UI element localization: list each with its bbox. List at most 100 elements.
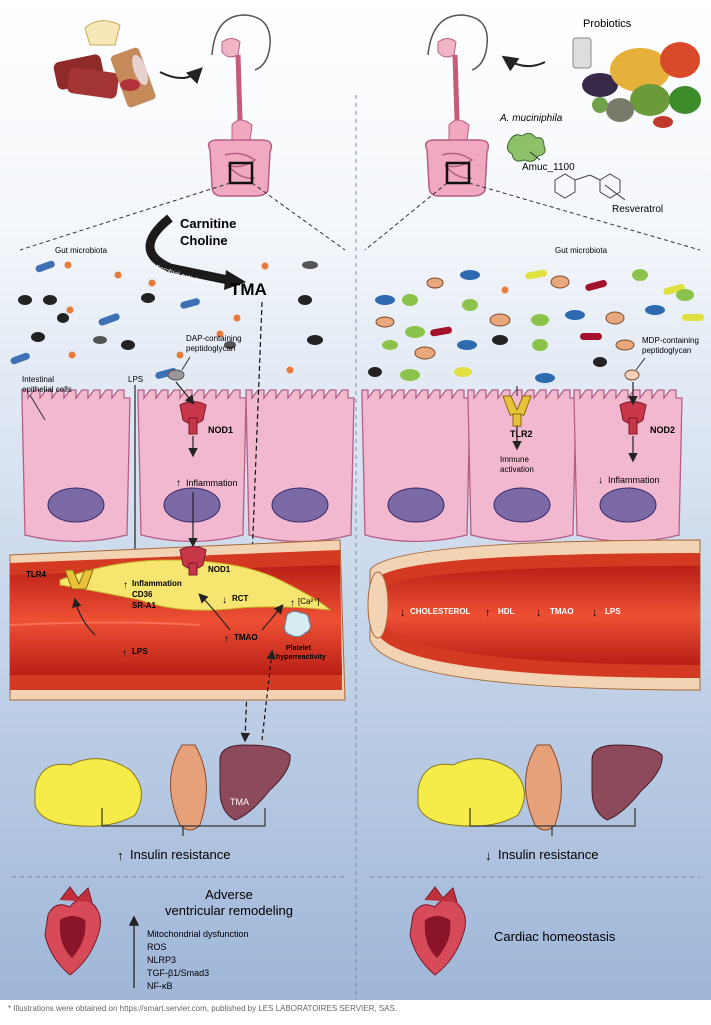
zoom-box-right <box>445 161 471 185</box>
lps-down-arrow-right: ↓ <box>592 607 598 619</box>
left-nucleus-3 <box>271 487 329 523</box>
right-blood-vessel <box>367 539 701 691</box>
mdp-pointer <box>635 357 646 371</box>
dap-peptidoglycan-icon <box>167 369 185 381</box>
right-cell-inflammation-down: ↓ <box>598 475 603 486</box>
tmao-label: TMAO <box>234 633 258 642</box>
food-illustration <box>53 20 156 108</box>
intestine-right <box>424 139 490 197</box>
dap-to-nod1-arrow <box>175 381 195 405</box>
rct-label: RCT <box>232 594 249 603</box>
ca-up-arrow: ↑ <box>290 598 295 609</box>
zoom-box-left <box>228 161 254 185</box>
right-bacteria <box>368 269 704 383</box>
left-nucleus-2 <box>163 487 221 523</box>
adverse-line2: ventricular remodeling <box>165 903 293 918</box>
vessel-cd36: CD36 <box>132 590 153 599</box>
epithelial-cells-right <box>361 389 683 543</box>
liver-to-tmao-dashed-arrow <box>261 649 276 741</box>
probiotics-label: Probiotics <box>583 18 632 30</box>
insulin-right-down: ↓ <box>485 848 492 863</box>
food-to-human-arrow <box>159 67 203 85</box>
zoom-line-right-b <box>468 182 701 251</box>
a-muciniphila-icon <box>506 132 546 162</box>
microbial-conversion-arrow <box>145 214 229 285</box>
microbial-conversion-arrowhead <box>224 270 246 290</box>
nod2-label: NOD2 <box>650 425 675 435</box>
insulin-right-label: Insulin resistance <box>498 847 598 862</box>
brace-left <box>101 808 266 836</box>
carnitine-label: Carnitine <box>180 216 236 231</box>
mdp-peptidoglycan-icon <box>624 369 640 381</box>
muscle-right <box>525 744 562 831</box>
right-cell-inflammation-label: Inflammation <box>608 475 660 485</box>
right-nucleus-1 <box>387 487 445 523</box>
ca-label: [Ca²⁺] <box>298 597 320 606</box>
amuc-pointer <box>529 151 541 161</box>
tma-label: TMA <box>230 280 267 299</box>
vessel-inflammation: Inflammation <box>132 579 182 588</box>
mechanism-3: NLRP3 <box>147 955 176 965</box>
resveratrol-molecule <box>554 173 621 199</box>
dap-pointer <box>181 356 191 371</box>
mdp-label-line1: MDP-containing <box>642 336 699 345</box>
resveratrol-label: Resveratrol <box>612 204 663 215</box>
dap-label-line2: peptidoglycan <box>186 344 235 353</box>
nod1-vessel-receptor <box>179 546 207 576</box>
liver-left <box>219 744 291 821</box>
right-nucleus-3 <box>599 487 657 523</box>
tmao-right-label: TMAO <box>550 607 574 616</box>
tma-liver-label: TMA <box>230 797 249 807</box>
tmao-up-arrow: ↑ <box>224 634 229 645</box>
insulin-left-label: Insulin resistance <box>130 847 230 862</box>
platelet-icon <box>284 610 311 638</box>
lps-tlr4-arrow <box>72 597 96 636</box>
epithelial-cells-left <box>21 389 355 543</box>
vessel-up-arrow: ↑ <box>123 580 128 591</box>
amuc-label: Amuc_1100 <box>522 162 575 173</box>
mechanism-2: ROS <box>147 942 167 952</box>
mechanism-4: TGF-β1/Smad3 <box>147 968 209 978</box>
nod1-vessel-label: NOD1 <box>208 565 231 574</box>
left-nucleus-1 <box>47 487 105 523</box>
right-nucleus-2 <box>493 487 551 523</box>
probiotics-fruits-illustration <box>572 37 701 128</box>
tlr2-label: TLR2 <box>510 429 533 439</box>
adipose-tissue-left <box>34 758 142 827</box>
adverse-line1: Adverse <box>205 887 253 902</box>
cholesterol-label: CHOLESTEROL <box>410 607 471 616</box>
dap-label-line1: DAP-containing <box>186 334 242 343</box>
a-muciniphila-label: A. muciniphila <box>499 113 563 124</box>
intestinal-label-line2: epithelial cells <box>22 385 72 394</box>
left-cell-inflammation-up: ↑ <box>176 478 181 489</box>
adipose-tissue-right <box>417 758 525 827</box>
platelet-line1: Platelet <box>286 645 312 652</box>
heart-right <box>409 886 466 976</box>
nod1-cell-label: NOD1 <box>208 425 233 435</box>
left-cell-inflammation-label: Inflammation <box>186 478 238 488</box>
liver-right <box>591 744 663 821</box>
immune-line2: activation <box>500 465 534 474</box>
tmao-to-platelet-arrow <box>261 604 284 631</box>
tma-to-liver-dashed-arrow <box>240 301 263 743</box>
mechanism-5: NF-κB <box>147 981 173 991</box>
zoom-line-left-a <box>19 182 231 251</box>
human-head-right <box>427 14 489 146</box>
intestinal-pointer <box>29 394 46 421</box>
footer-band <box>0 1000 711 1025</box>
lps-vessel-up: ↑ <box>122 648 127 659</box>
cardiac-homeostasis-label: Cardiac homeostasis <box>494 929 616 944</box>
lps-top-label: LPS <box>128 375 143 384</box>
heart-left <box>44 886 101 976</box>
right-gut-microbiota-label: Gut microbiota <box>555 246 608 255</box>
mechanism-1: Mitochondrial dysfunction <box>147 929 249 939</box>
hdl-label: HDL <box>498 607 515 616</box>
mdp-label-line2: peptidoglycan <box>642 346 691 355</box>
lps-right-label: LPS <box>605 607 621 616</box>
hdl-up-arrow: ↑ <box>485 607 491 619</box>
intestinal-label-line1: Intestinal <box>22 375 54 384</box>
tmao-down-arrow-right: ↓ <box>536 607 542 619</box>
insulin-left-up: ↑ <box>117 848 124 863</box>
tlr4-label: TLR4 <box>26 570 47 579</box>
